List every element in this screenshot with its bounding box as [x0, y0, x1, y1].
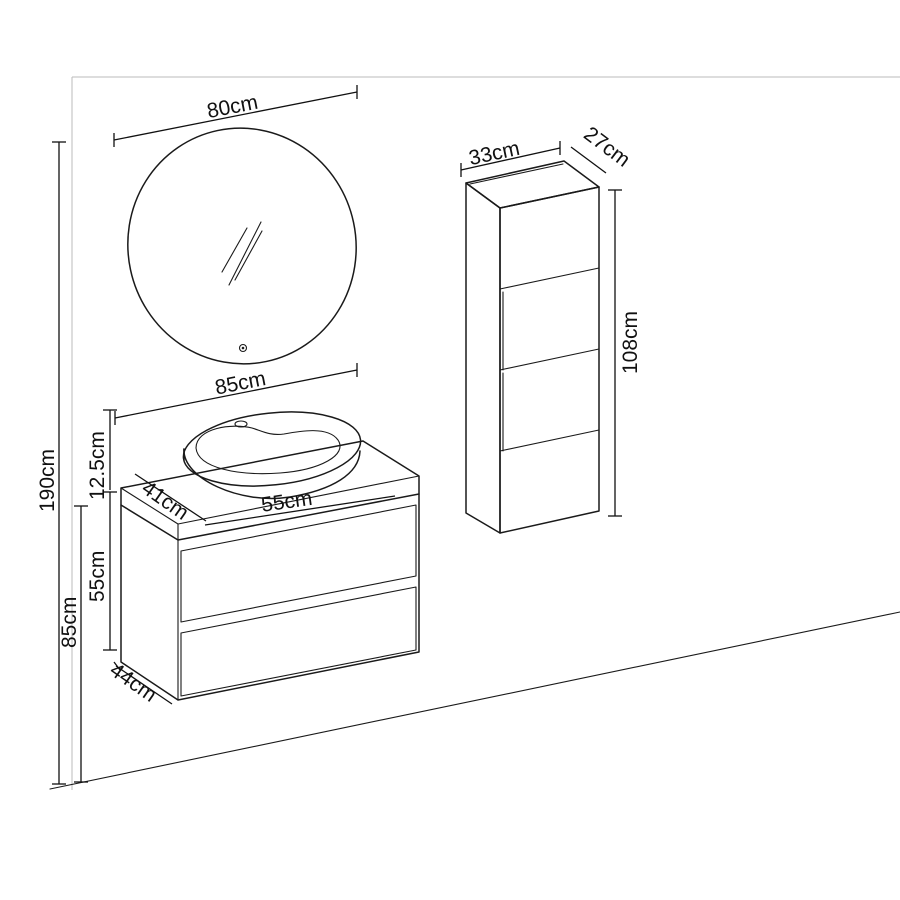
round-mirror — [127, 127, 357, 365]
drawer-bottom — [180, 586, 417, 697]
drawer-top — [180, 504, 417, 623]
tall-side-cabinet — [465, 160, 600, 534]
tall-unit-height-dimension: 108cm — [608, 189, 642, 517]
mount-height-dimension: 85cm — [58, 505, 88, 783]
vanity-cabinet — [120, 440, 420, 701]
cabinet-depth-dimension: 44cm — [105, 658, 173, 707]
total-height-dimension: 190cm — [36, 141, 66, 785]
basin-height-dimension: 12.5cm — [86, 409, 117, 500]
tall-unit-height-label: 108cm — [619, 311, 642, 374]
total-height-label: 190cm — [36, 449, 59, 512]
tall-unit-depth-dimension: 27cm — [570, 122, 634, 174]
mirror-width-label: 80cm — [205, 91, 260, 123]
sensor-dot-icon — [238, 343, 248, 353]
basin-depth-dimension: 41cm — [134, 473, 207, 525]
basin-depth-label: 41cm — [137, 476, 192, 524]
tall-unit-depth-label: 27cm — [579, 122, 634, 171]
reflection-lines-icon — [221, 221, 263, 286]
cabinet-height-dimension: 55cm — [86, 491, 117, 651]
tall-unit-width-dimension: 33cm — [460, 137, 561, 177]
basin-width-label: 55cm — [260, 487, 314, 517]
mirror-width-dimension: 80cm — [113, 85, 358, 147]
room-outline — [49, 76, 900, 790]
cabinet-height-label: 55cm — [86, 551, 109, 602]
vanity-width-label: 85cm — [213, 367, 268, 399]
vessel-basin — [182, 411, 362, 500]
mount-height-label: 85cm — [58, 597, 81, 648]
tall-cabinet-doors — [499, 267, 600, 452]
basin-height-label: 12.5cm — [86, 431, 109, 500]
vanity-width-dimension: 85cm — [114, 363, 358, 425]
tall-unit-width-label: 33cm — [467, 137, 522, 170]
cabinet-depth-label: 44cm — [105, 658, 160, 706]
